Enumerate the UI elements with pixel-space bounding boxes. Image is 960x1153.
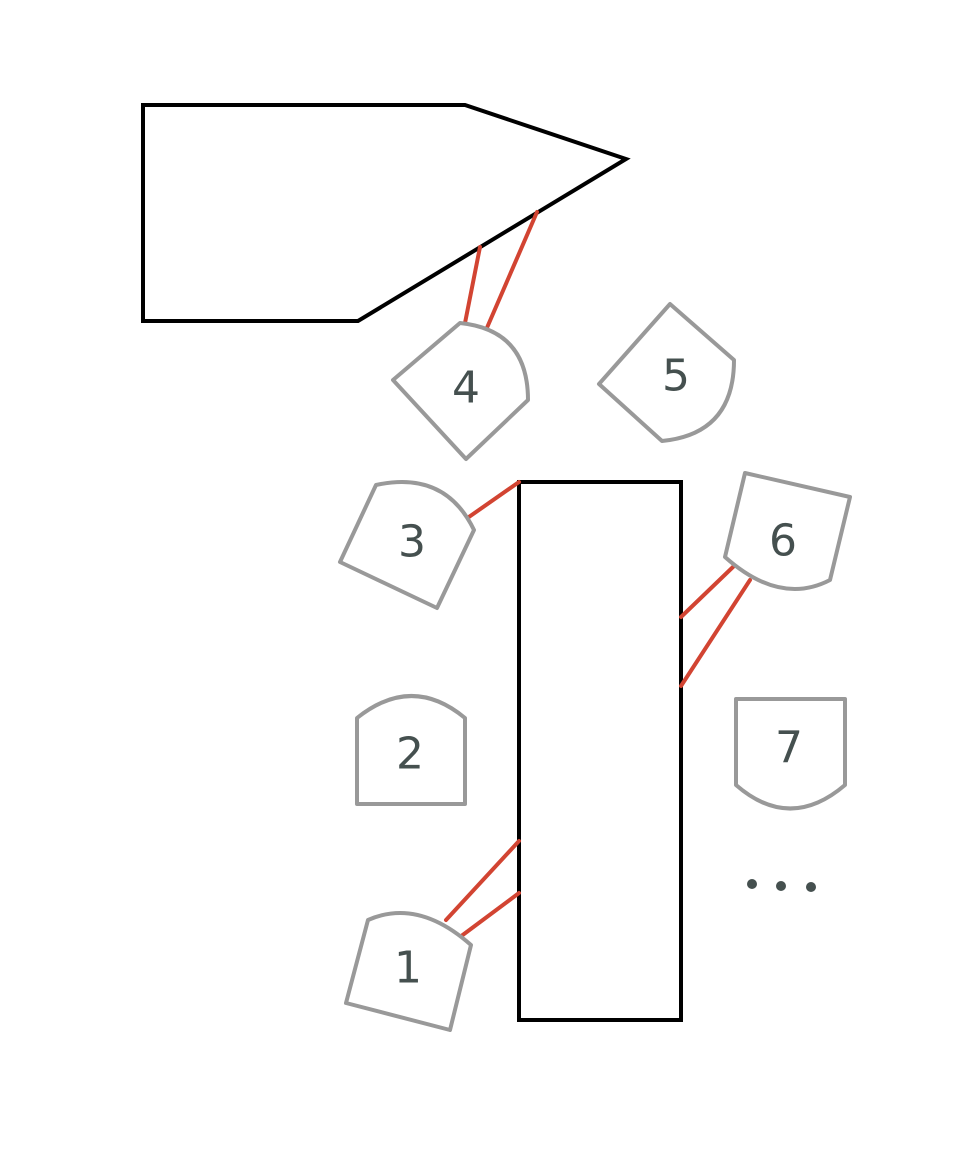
pad-5: 5	[597, 302, 736, 443]
pad-label: 3	[398, 517, 426, 568]
vertical-bar-block	[517, 480, 683, 1022]
link-4a	[463, 245, 482, 325]
pad-4: 4	[391, 321, 530, 461]
link-6b	[679, 578, 752, 688]
pad-label: 2	[396, 729, 424, 780]
pad-1: 1	[344, 911, 473, 1032]
pad-label: 5	[662, 351, 690, 402]
link-6a	[679, 564, 736, 619]
pad-2: 2	[355, 694, 467, 806]
continuation-mark: ...	[747, 879, 816, 892]
pad-6: 6	[723, 471, 852, 591]
ellipsis-dot	[747, 879, 757, 889]
link-4b	[484, 210, 539, 332]
pad-label: 4	[452, 363, 480, 414]
link-1a	[444, 839, 521, 922]
ellipsis-dot	[776, 881, 786, 891]
pad-label: 7	[775, 723, 803, 774]
pad-label: 6	[769, 516, 797, 567]
link-3	[464, 480, 521, 521]
pad-label: 1	[394, 943, 422, 994]
ellipsis-dot	[806, 882, 816, 892]
link-1b	[458, 891, 521, 939]
arrow-block	[141, 103, 631, 323]
pad-7: 7	[734, 697, 847, 811]
pad-3: 3	[338, 480, 476, 610]
